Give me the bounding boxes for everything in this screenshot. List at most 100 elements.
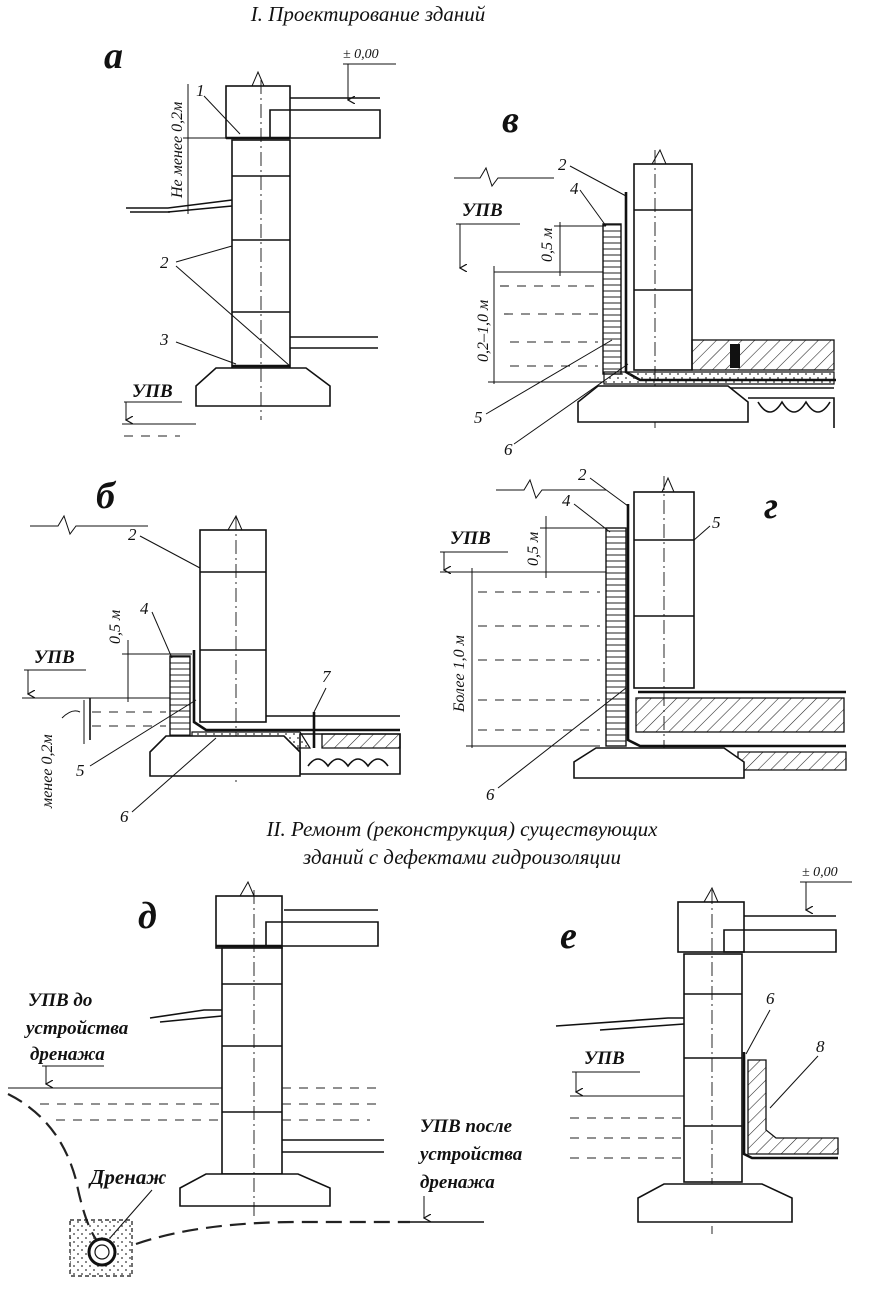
upv-after-line-3: дренажа <box>420 1172 495 1193</box>
upv-label-b: УПВ <box>34 647 75 668</box>
blind-area <box>159 1015 223 1023</box>
protective-wall-4-g <box>605 527 627 747</box>
upv-label-g: УПВ <box>450 528 491 549</box>
upv-after-line-1: УПВ после <box>420 1116 513 1137</box>
hatched-layer <box>737 751 847 771</box>
footing-b <box>149 735 301 777</box>
dimension-0-2-1-0-v: 0,2–1,0 м <box>475 300 492 362</box>
foundation-wall-e <box>683 953 743 1183</box>
upv-before-line-3: дренажа <box>30 1044 105 1065</box>
callout-1: 1 <box>196 81 205 100</box>
break-line <box>651 148 667 165</box>
dimension-0-5-b: 0,5 м <box>107 610 124 644</box>
section-2-title-line-2: зданий с дефектами гидроизоляции <box>302 845 621 869</box>
panel-letter-a: а <box>104 35 123 77</box>
underlay-layer <box>603 371 835 385</box>
panel-letter-g: г <box>764 485 778 527</box>
leader-line <box>769 1055 819 1109</box>
upv-label-a: УПВ <box>132 381 173 402</box>
leader-line <box>175 245 233 263</box>
inner-floor <box>282 1139 384 1153</box>
callout-3: 3 <box>159 330 169 349</box>
callout-4-g: 4 <box>562 491 571 510</box>
dimension-0-5-g: 0,5 м <box>525 532 542 566</box>
callout-2-g: 2 <box>578 465 587 484</box>
expansion-joint <box>730 344 740 368</box>
panel-d: д УПВ до устройства дренажа УПВ по <box>7 880 523 1277</box>
protective-wall-4-b <box>169 655 191 737</box>
panel-g: г УПВ 0,5 м Более 1,0 м 2 <box>440 465 847 804</box>
leader-line <box>131 737 217 813</box>
ground-line-outside <box>126 199 233 209</box>
ground-break-line <box>454 166 554 188</box>
panel-letter-b: б <box>96 475 117 517</box>
floor-slab <box>269 109 381 139</box>
callout-4-b: 4 <box>140 599 149 618</box>
dimension-min-0-2-a: Не менее 0,2м <box>169 102 186 199</box>
protective-wall-4 <box>602 223 622 375</box>
dimension-more-1-0-g: Более 1,0 м <box>451 635 468 713</box>
footing-e <box>637 1183 793 1223</box>
ground-break-line <box>30 514 148 536</box>
break-line <box>239 880 255 897</box>
drain-pipe <box>87 1237 117 1267</box>
loading-slab-g <box>635 697 845 733</box>
dimension-0-5-v: 0,5 м <box>539 228 556 262</box>
callout-2-v: 2 <box>558 155 567 174</box>
footing-d <box>179 1173 331 1207</box>
callout-7: 7 <box>322 667 332 686</box>
panel-letter-v: в <box>502 99 519 141</box>
leader-line <box>497 687 627 789</box>
leader-line <box>693 525 711 541</box>
zero-level-label-e: ± 0,00 <box>802 865 838 880</box>
blind-area <box>599 1023 685 1031</box>
panel-letter-e: е <box>560 915 577 957</box>
floor-slab <box>265 921 379 947</box>
leader-line <box>313 687 327 713</box>
blind-area <box>167 205 233 213</box>
upper-wall <box>677 901 745 953</box>
footing-v <box>577 385 749 423</box>
upv-label-e: УПВ <box>584 1048 625 1069</box>
callout-4-v: 4 <box>570 179 579 198</box>
leader-line <box>589 477 629 507</box>
ground-line <box>555 1017 684 1027</box>
upper-wall <box>225 85 291 139</box>
leader-line <box>745 1009 771 1055</box>
zero-level-label-a: ± 0,00 <box>343 47 379 62</box>
drain-label: Дренаж <box>88 1165 166 1189</box>
upv-label-v: УПВ <box>462 200 503 221</box>
floor-slab-v <box>691 339 835 371</box>
leader-line <box>175 265 291 367</box>
callout-5-g: 5 <box>712 513 721 532</box>
upv-before-line-1: УПВ до <box>28 990 92 1011</box>
wall-v <box>633 163 693 371</box>
ground-break-line <box>496 478 606 500</box>
footing-a <box>195 367 331 407</box>
loading-structure-8 <box>747 1059 839 1155</box>
panel-v: в УПВ 0,5 м 0,2–1, <box>454 99 836 459</box>
dimension-min-0-2-b: менее 0,2м <box>39 734 56 809</box>
ground-line <box>149 1009 222 1019</box>
drain-pipe-inner <box>94 1244 110 1260</box>
callout-2-b: 2 <box>128 525 137 544</box>
leader-line <box>579 189 607 227</box>
callout-6-v: 6 <box>504 440 513 459</box>
footing-g <box>573 747 745 779</box>
panel-a: а ± 0,00 Не менее 0,2м 1 2 <box>104 35 396 437</box>
panel-letter-d: д <box>138 895 157 937</box>
callout-6-g: 6 <box>486 785 495 804</box>
leader-line <box>569 165 627 197</box>
gravel-fill <box>307 758 389 768</box>
leader-line <box>485 339 613 415</box>
leader-line <box>139 535 201 569</box>
callout-5-b: 5 <box>76 761 85 780</box>
break-line <box>251 70 265 87</box>
leader-line <box>151 611 173 659</box>
section-2-title-line-1: II. Ремонт (реконструкция) существующих <box>265 817 658 841</box>
leader-line <box>513 363 629 445</box>
callout-6-e: 6 <box>766 989 775 1008</box>
callout-2-a: 2 <box>160 253 169 272</box>
leader-line <box>203 95 241 135</box>
